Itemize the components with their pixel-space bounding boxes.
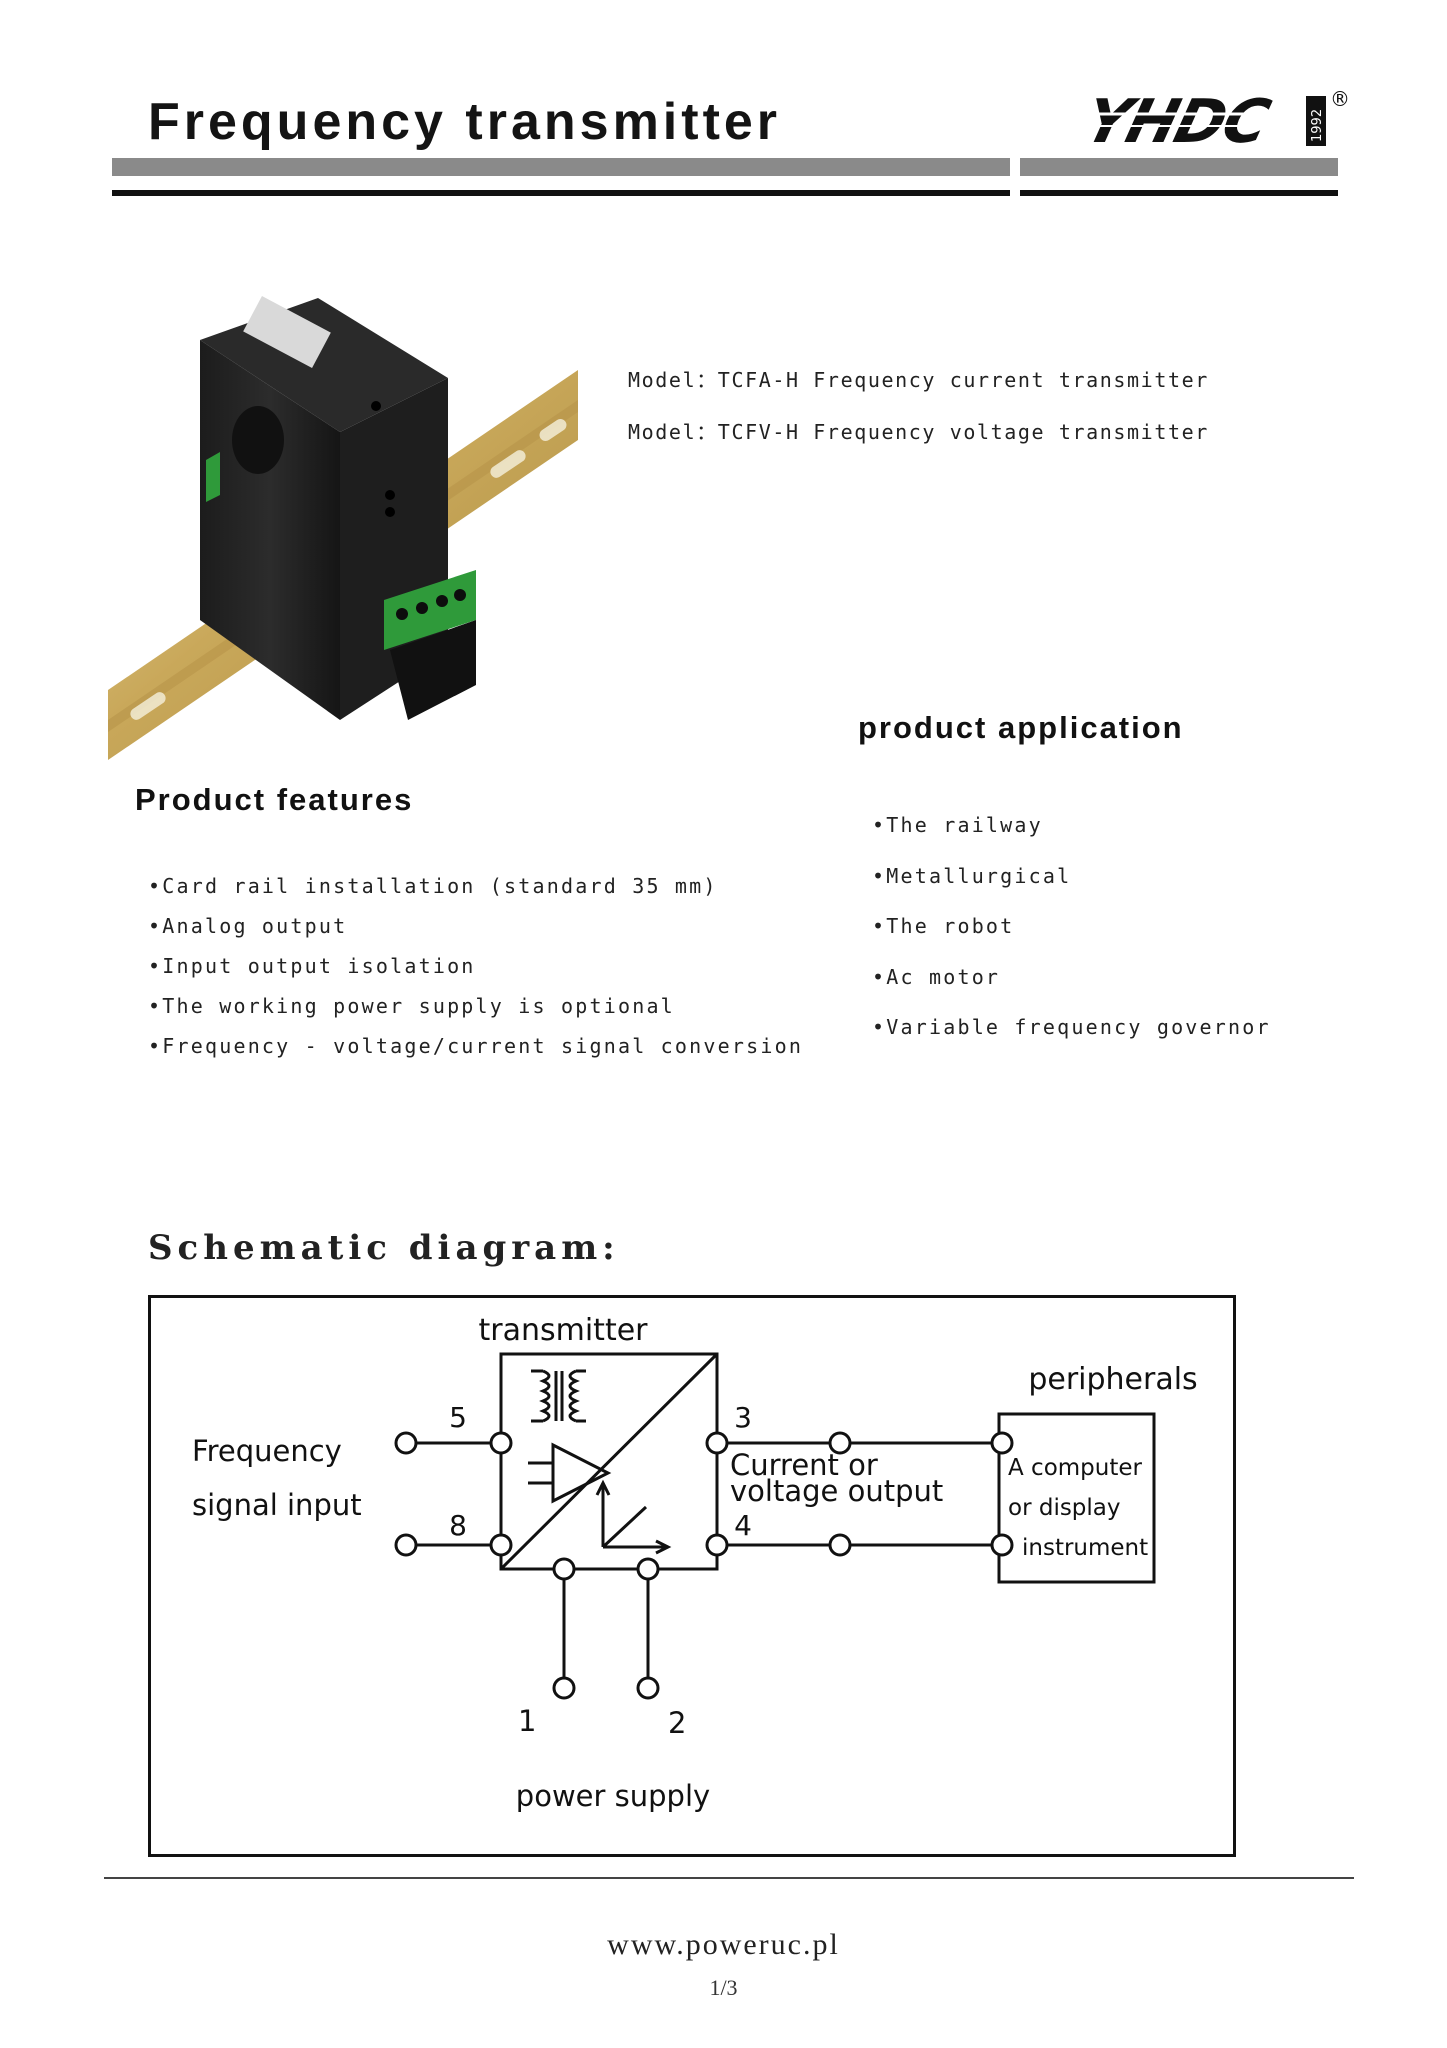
pin-3-label: 3: [734, 1401, 752, 1434]
transmitter-label: transmitter: [479, 1313, 649, 1348]
pin-4-label: 4: [734, 1509, 752, 1542]
amplifier-icon: [528, 1442, 612, 1504]
list-item: Variable frequency governor: [872, 1002, 1271, 1053]
model-line-current: Model：TCFA-H Frequency current transmitt…: [628, 368, 1209, 392]
list-item: Metallurgical: [872, 851, 1271, 902]
input-label-line1: Frequency: [192, 1434, 342, 1468]
header-bar-black-right: [1020, 190, 1338, 196]
logo-year: 1992: [1310, 109, 1325, 142]
pin-5-label: 5: [449, 1401, 467, 1434]
peripherals-box: [997, 1412, 1156, 1584]
input-label-line2: signal input: [192, 1488, 362, 1522]
features-heading: Product features: [135, 782, 414, 817]
list-item: The robot: [872, 901, 1271, 952]
list-item: Analog output: [148, 906, 803, 946]
device-label-line1: A computer: [1008, 1455, 1143, 1481]
terminal-5-external: [394, 1431, 418, 1455]
terminal-8: [489, 1533, 513, 1557]
schematic-diagram: transmitter 5 8 Frequency signal inp: [148, 1295, 1236, 1857]
header-bar-gray-right: [1020, 158, 1338, 176]
footer-divider: [104, 1877, 1354, 1879]
product-photo: [108, 296, 578, 760]
power-supply-label: power supply: [516, 1779, 710, 1813]
list-item: Card rail installation (standard 35 mm): [148, 866, 803, 906]
registered-mark: ®: [1330, 87, 1350, 111]
application-list: The railway Metallurgical The robot Ac m…: [872, 800, 1271, 1053]
terminal-8-external: [394, 1533, 418, 1557]
list-item: Ac motor: [872, 952, 1271, 1003]
model-line-voltage: Model：TCFV-H Frequency voltage transmitt…: [628, 420, 1209, 444]
page-number: 1/3: [709, 1975, 738, 2000]
device-label-line2: or display: [1008, 1495, 1121, 1521]
terminal-3: [705, 1431, 729, 1455]
pin-8-label: 8: [449, 1509, 467, 1542]
header-bar-black-left: [112, 190, 1010, 196]
peripheral-terminal-top: [990, 1431, 1014, 1455]
terminal-4: [705, 1533, 729, 1557]
output-label-line1: Current or: [730, 1448, 878, 1482]
list-item: The working power supply is optional: [148, 986, 803, 1026]
logo-text: YHDC: [1078, 87, 1277, 156]
terminal-2: [636, 1557, 660, 1581]
device-label-line3: instrument: [1022, 1535, 1148, 1561]
pin-2-label: 2: [668, 1706, 686, 1740]
peripherals-label: peripherals: [1028, 1362, 1197, 1397]
terminal-3-external: [828, 1431, 852, 1455]
transmitter-box: [499, 1352, 719, 1571]
list-item: Input output isolation: [148, 946, 803, 986]
application-heading: product application: [858, 710, 1184, 745]
output-label-line2: voltage output: [730, 1474, 943, 1508]
axes-icon: [595, 1479, 672, 1555]
list-item: Frequency - voltage/current signal conve…: [148, 1026, 803, 1066]
transformer-icon: [531, 1369, 586, 1423]
terminal-4-external: [828, 1533, 852, 1557]
terminal-1-external: [552, 1676, 576, 1700]
features-list: Card rail installation (standard 35 mm) …: [148, 866, 803, 1066]
list-item: The railway: [872, 800, 1271, 851]
page-title: Frequency transmitter: [148, 93, 782, 151]
diagram-border: [148, 1295, 1236, 1857]
brand-logo: YHDC 1992 ®: [1078, 87, 1350, 156]
pin-1-label: 1: [518, 1704, 536, 1738]
terminal-2-external: [636, 1676, 660, 1700]
peripheral-terminal-bottom: [990, 1533, 1014, 1557]
schematic-heading: Schematic diagram:: [148, 1228, 620, 1268]
terminal-5: [489, 1431, 513, 1455]
footer-url[interactable]: www.poweruc.pl: [607, 1928, 840, 1961]
isolation-diagonal: [499, 1352, 719, 1571]
header-bar-gray-left: [112, 158, 1010, 176]
terminal-1: [552, 1557, 576, 1581]
